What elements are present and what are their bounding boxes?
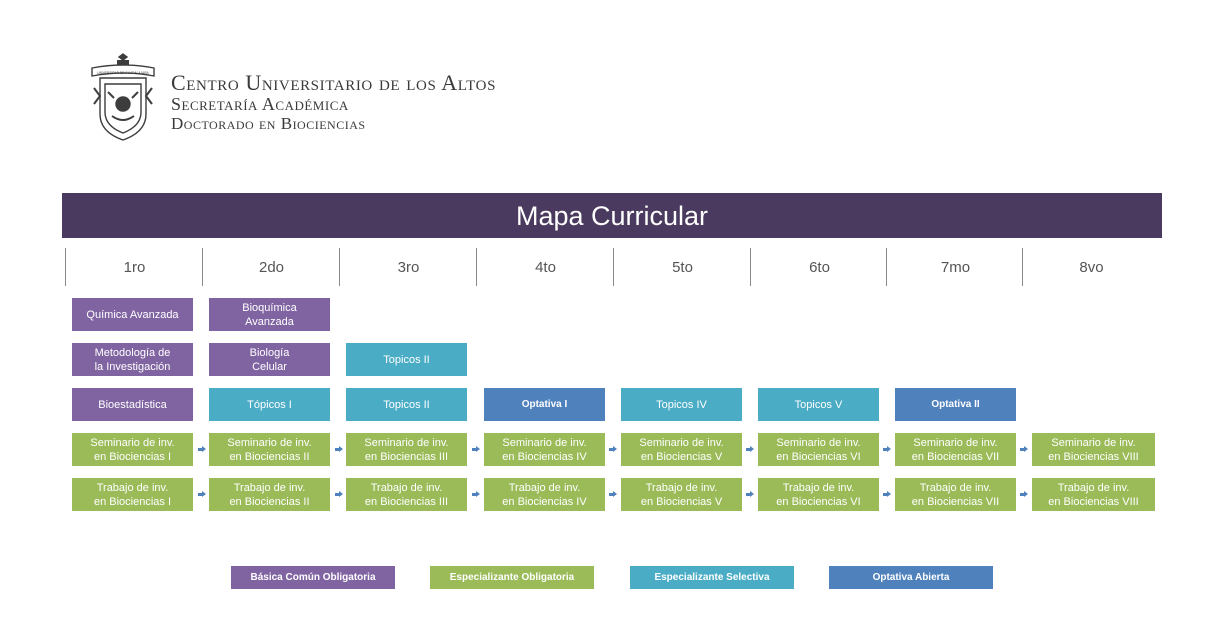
semester-header-5: 5to bbox=[613, 248, 751, 286]
department-name: Secretaría Académica bbox=[171, 94, 349, 114]
semester-header-6: 6to bbox=[750, 248, 888, 286]
course-bioestadistica: Bioestadística bbox=[72, 388, 193, 421]
course-bioquimica-avanzada: Bioquímica Avanzada bbox=[209, 298, 330, 331]
legend-optativa-abierta: Optativa Abierta bbox=[829, 566, 993, 589]
course-biologia-celular: Biología Celular bbox=[209, 343, 330, 376]
course-seminario-6: Seminario de inv. en Biociencias VI bbox=[758, 433, 879, 466]
semester-header-1: 1ro bbox=[65, 248, 203, 286]
course-seminario-8: Seminario de inv. en Biociencias VIII bbox=[1032, 433, 1155, 466]
course-trabajo-2: Trabajo de inv. en Biociencias II bbox=[209, 478, 330, 511]
course-trabajo-1: Trabajo de inv. en Biociencias I bbox=[72, 478, 193, 511]
course-seminario-3: Seminario de inv. en Biociencias III bbox=[346, 433, 467, 466]
program-name: Doctorado en Biociencias bbox=[171, 114, 366, 133]
course-seminario-4: Seminario de inv. en Biociencias IV bbox=[484, 433, 605, 466]
course-trabajo-7: Trabajo de inv. en Biociencias VII bbox=[895, 478, 1016, 511]
course-topicos-iv: Topicos IV bbox=[621, 388, 742, 421]
page-title: Mapa Curricular bbox=[62, 193, 1162, 238]
semester-header-4: 4to bbox=[476, 248, 614, 286]
semester-header-8: 8vo bbox=[1022, 248, 1160, 286]
course-topicos-v: Topicos V bbox=[758, 388, 879, 421]
course-optativa-i: Optativa I bbox=[484, 388, 605, 421]
legend-basica-comun: Básica Común Obligatoria bbox=[231, 566, 395, 589]
course-topicos-i: Tópicos I bbox=[209, 388, 330, 421]
legend-especializante-obligatoria: Especializante Obligatoria bbox=[430, 566, 594, 589]
semester-header-3: 3ro bbox=[339, 248, 477, 286]
course-seminario-5: Seminario de inv. en Biociencias V bbox=[621, 433, 742, 466]
course-quimica-avanzada: Química Avanzada bbox=[72, 298, 193, 331]
institution-block: Centro Universitario de los Altos Secret… bbox=[171, 72, 496, 134]
course-trabajo-4: Trabajo de inv. en Biociencias IV bbox=[484, 478, 605, 511]
course-metodologia: Metodología de la Investigación bbox=[72, 343, 193, 376]
course-optativa-ii: Optativa II bbox=[895, 388, 1016, 421]
university-seal-icon: UNIVERSIDAD DE GUADALAJARA bbox=[91, 53, 155, 141]
course-topicos-ii-row2: Topicos II bbox=[346, 343, 467, 376]
course-trabajo-5: Trabajo de inv. en Biociencias V bbox=[621, 478, 742, 511]
semester-header-2: 2do bbox=[202, 248, 340, 286]
course-seminario-2: Seminario de inv. en Biociencias II bbox=[209, 433, 330, 466]
legend-especializante-selectiva: Especializante Selectiva bbox=[630, 566, 794, 589]
institution-name: Centro Universitario de los Altos bbox=[171, 70, 497, 95]
course-trabajo-6: Trabajo de inv. en Biociencias VI bbox=[758, 478, 879, 511]
semester-header-7: 7mo bbox=[886, 248, 1024, 286]
course-trabajo-8: Trabajo de inv. en Biociencias VIII bbox=[1032, 478, 1155, 511]
course-trabajo-3: Trabajo de inv. en Biociencias III bbox=[346, 478, 467, 511]
course-seminario-1: Seminario de inv. en Biociencias I bbox=[72, 433, 193, 466]
seal-text: UNIVERSIDAD DE GUADALAJARA bbox=[97, 71, 149, 75]
course-topicos-ii-row3: Topicos II bbox=[346, 388, 467, 421]
course-seminario-7: Seminario de inv. en Biociencias VII bbox=[895, 433, 1016, 466]
